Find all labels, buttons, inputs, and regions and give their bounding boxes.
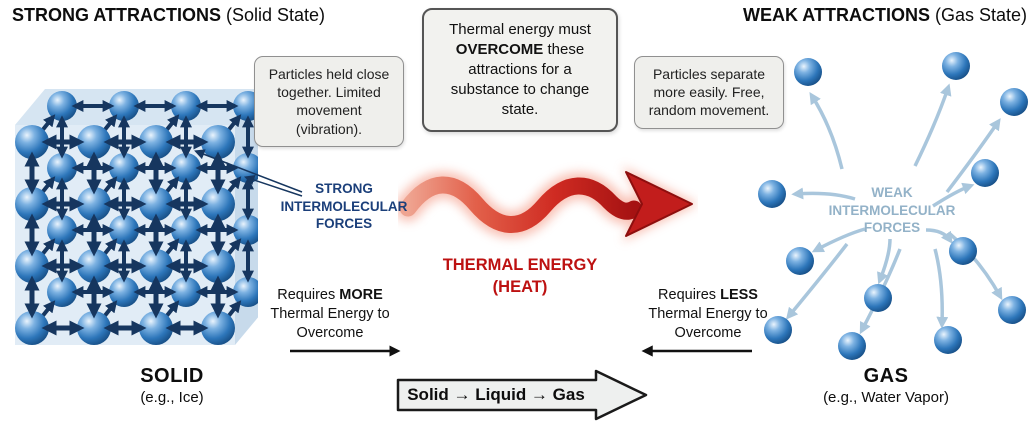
weak-forces-label: WEAK INTERMOLECULAR FORCES	[818, 184, 966, 237]
solid-title-bold: STRONG ATTRACTIONS	[12, 5, 221, 25]
gas-callout: Particles separate more easily. Free, ra…	[634, 56, 784, 129]
solid-title: STRONG ATTRACTIONS (Solid State)	[12, 5, 325, 26]
solid-callout: Particles held close together. Limited m…	[254, 56, 404, 147]
gas-requires-suffix: Thermal Energy to Overcome	[648, 305, 768, 341]
gas-state-label: GAS	[863, 365, 909, 387]
gas-title-bold: WEAK ATTRACTIONS	[742, 5, 930, 25]
solid-requires-bold: MORE	[339, 287, 383, 303]
gas-title: WEAK ATTRACTIONS (Gas State)	[743, 5, 1027, 26]
solid-state-label: SOLID	[140, 365, 204, 387]
gas-title-rest: (Gas State)	[929, 5, 1027, 25]
strong-forces-line3: FORCES	[315, 216, 373, 232]
center-callout-suffix: these attractions for a substance to cha…	[450, 41, 590, 119]
state-change-arrow: Solid → Liquid → Gas	[396, 369, 648, 421]
cube-front-face	[15, 125, 235, 345]
center-callout-prefix: Thermal energy must	[449, 21, 591, 38]
solid-requires-prefix: Requires	[277, 287, 340, 303]
solid-lattice-graphic	[15, 89, 258, 345]
weak-forces-line1: WEAK	[871, 185, 913, 200]
thermal-energy-label: THERMAL ENERGY (HEAT)	[420, 254, 620, 299]
gas-requires-bold: LESS	[720, 287, 758, 303]
strong-forces-line1: STRONG	[315, 181, 373, 196]
thermal-energy-line1: THERMAL ENERGY	[442, 256, 598, 274]
gas-state-example: (e.g., Water Vapor)	[823, 389, 949, 406]
thermal-energy-line2: (HEAT)	[492, 278, 548, 297]
solid-title-rest: (Solid State)	[221, 5, 326, 25]
gas-requires-text: Requires LESS Thermal Energy to Overcome	[634, 286, 782, 343]
gas-requires-prefix: Requires	[658, 287, 721, 303]
requires-more-arrow	[290, 345, 401, 357]
center-callout: Thermal energy must OVERCOME these attra…	[422, 8, 618, 133]
solid-requires-text: Requires MORE Thermal Energy to Overcome	[256, 286, 404, 343]
strong-forces-line2: INTERMOLECULAR	[280, 198, 408, 214]
weak-forces-line2: INTERMOLECULAR	[828, 202, 956, 218]
state-change-label: Solid → Liquid → Gas	[407, 385, 585, 404]
center-callout-bold: OVERCOME	[455, 41, 544, 59]
thermal-energy-arrow	[398, 166, 698, 242]
requires-less-arrow	[641, 345, 752, 357]
solid-requires-suffix: Thermal Energy to Overcome	[270, 305, 390, 341]
weak-forces-line3: FORCES	[863, 220, 921, 236]
solid-state-example: (e.g., Ice)	[140, 389, 204, 406]
cube-top-face	[15, 89, 258, 125]
strong-forces-label: STRONG INTERMOLECULAR FORCES	[276, 180, 412, 233]
